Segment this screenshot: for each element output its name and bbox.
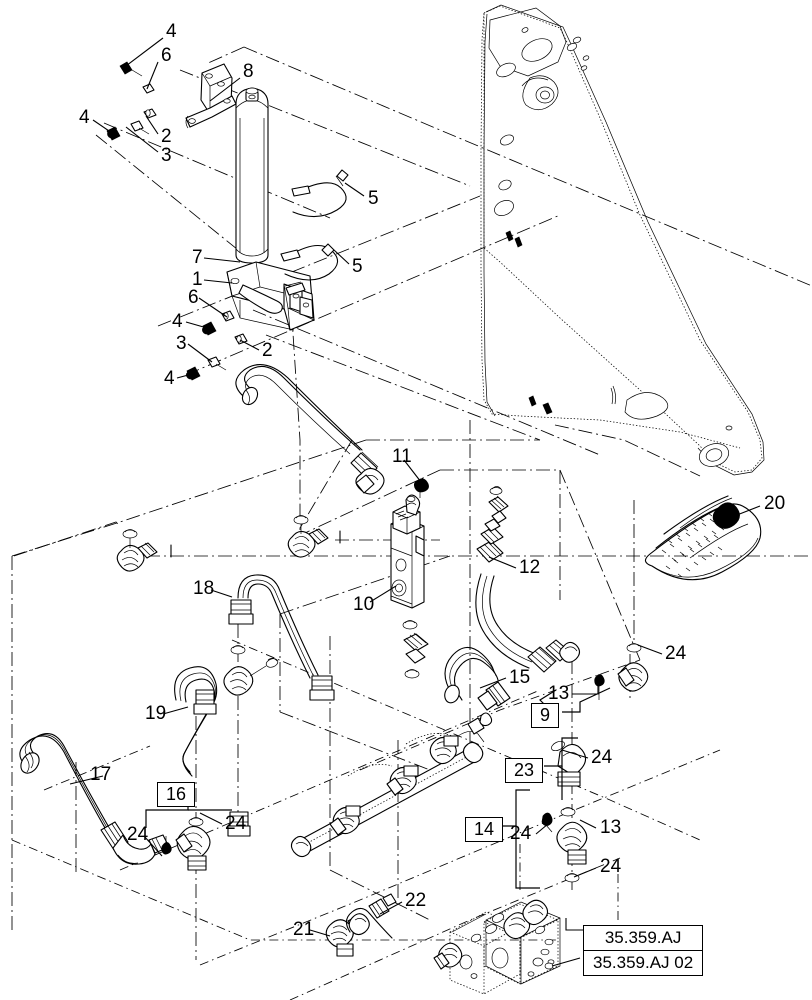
tube-part-19 (174, 666, 251, 837)
cable-ties-part-5 (280, 169, 349, 296)
callout-2: 2 (262, 340, 273, 361)
bracket-upper-part-8 (185, 63, 237, 129)
fittings-valve-column (402, 486, 509, 679)
callout-6: 6 (188, 287, 199, 308)
callout-8: 8 (243, 61, 254, 82)
elbow-valve-part-16 (161, 817, 211, 871)
callout-13: 13 (548, 683, 570, 704)
callout-4: 4 (172, 311, 183, 332)
callout-15: 15 (509, 667, 531, 688)
fasteners-upper-left (106, 61, 157, 141)
inline-connectors-row (116, 515, 341, 572)
assembly-envelopes (13, 424, 701, 921)
callout-24: 24 (665, 643, 687, 664)
section-reference-box: 35.359.AJ 35.359.AJ 02 (583, 925, 704, 976)
fastener-part-11 (413, 478, 429, 498)
boxed-item-23: 23 (505, 758, 544, 783)
hose-part-15 (444, 646, 511, 711)
hose-part-12 (475, 518, 581, 673)
callout-24: 24 (127, 824, 149, 845)
callout-4: 4 (79, 107, 90, 128)
protective-sleeve-part-20 (644, 495, 762, 581)
callout-17: 17 (90, 764, 112, 785)
callout-10: 10 (353, 594, 375, 615)
boom-frame-outline (480, 4, 765, 476)
callout-3: 3 (161, 145, 172, 166)
fasteners-lower-bracket (186, 310, 248, 381)
boxed-item-14: 14 (465, 817, 504, 842)
callout-24: 24 (600, 856, 622, 877)
callout-13: 13 (600, 817, 622, 838)
boxed-item-16: 16 (157, 782, 196, 807)
callout-1: 1 (192, 269, 203, 290)
callout-7: 7 (192, 247, 203, 268)
sensor-parts-21-22 (325, 893, 397, 957)
callout-12: 12 (519, 557, 541, 578)
callout-20: 20 (764, 493, 786, 514)
bracket-lower-part-1 (226, 261, 315, 331)
callout-24: 24 (225, 813, 247, 834)
callout-22: 22 (405, 890, 427, 911)
callout-leader-lines (69, 37, 761, 967)
section-reference-secondary: 35.359.AJ 02 (593, 953, 694, 972)
callout-4: 4 (166, 21, 177, 42)
callout-6: 6 (161, 45, 172, 66)
tube-part-18 (228, 574, 335, 701)
callout-24: 24 (591, 747, 613, 768)
callout-19: 19 (145, 703, 167, 724)
callout-11: 11 (392, 446, 412, 467)
callout-3: 3 (176, 333, 187, 354)
callout-24: 24 (510, 823, 532, 844)
control-valve-part-10 (390, 494, 425, 609)
callout-2: 2 (161, 126, 172, 147)
callout-5: 5 (352, 256, 363, 277)
hose-upper-curved (235, 364, 385, 495)
accumulator-part-7 (235, 87, 269, 290)
manifold-rail-part-23 (290, 712, 493, 858)
callout-21: 21 (293, 919, 315, 940)
fitting-under-tube-18 (223, 645, 279, 696)
section-reference-primary: 35.359.AJ (584, 926, 703, 951)
callout-5: 5 (368, 188, 379, 209)
valve-block-assembly (433, 899, 561, 995)
boxed-item-9: 9 (531, 703, 560, 728)
callout-18: 18 (193, 578, 215, 599)
callout-4: 4 (164, 368, 175, 389)
fasteners-right-column (541, 643, 649, 883)
